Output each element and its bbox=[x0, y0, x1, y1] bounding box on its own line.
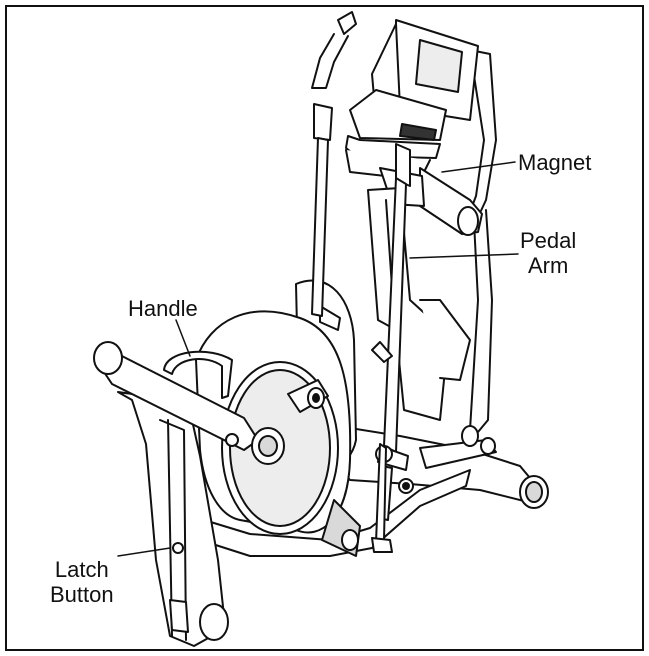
pedal-arm-label: Pedal Arm bbox=[520, 228, 577, 278]
front-crossbar bbox=[93, 341, 285, 465]
front-stabilizer bbox=[117, 391, 229, 647]
base-frame bbox=[199, 469, 471, 557]
near-upper-arm bbox=[311, 103, 393, 553]
magnet-label: Magnet bbox=[518, 150, 592, 175]
right-linkage bbox=[371, 341, 497, 469]
console bbox=[345, 19, 479, 181]
latch-button-leader bbox=[117, 547, 171, 557]
pedal-arm-leader bbox=[409, 253, 519, 259]
leader-lines bbox=[117, 161, 519, 557]
magnet-leader bbox=[441, 161, 516, 173]
far-upper-arm bbox=[311, 11, 497, 433]
handle-label: Handle bbox=[128, 296, 198, 321]
latch-button-label: Latch Button bbox=[50, 557, 114, 607]
transport-handle bbox=[163, 350, 233, 399]
central-mast bbox=[367, 187, 471, 421]
handle-leader bbox=[175, 319, 191, 357]
